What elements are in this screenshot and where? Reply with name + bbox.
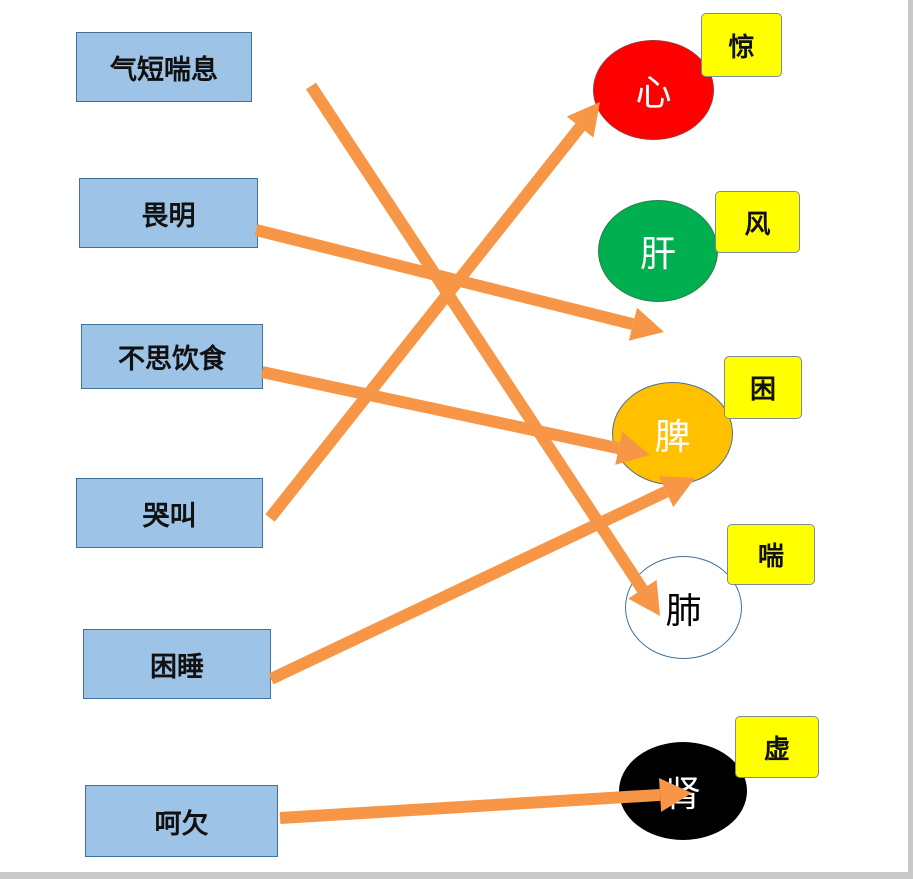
symptom-box-drowsiness: 困睡 xyxy=(83,629,271,699)
symptom-box-no-appetite: 不思饮食 xyxy=(81,324,263,389)
arrow-shaft-0 xyxy=(305,82,648,593)
arrow-shaft-1 xyxy=(254,224,635,331)
organ-circle-heart: 心 xyxy=(593,40,714,140)
arrow-shaft-4 xyxy=(268,486,669,685)
symptom-box-yawning: 呵欠 xyxy=(85,785,278,857)
organ-label-lung: 肺 xyxy=(665,590,702,632)
organ-circle-spleen: 脾 xyxy=(612,382,733,485)
frame-edge-bottom xyxy=(0,872,913,879)
symptom-box-shortness-of-breath: 气短喘息 xyxy=(76,32,252,102)
arrow-shaft-3 xyxy=(265,123,585,522)
symptom-box-photophobia: 畏明 xyxy=(79,178,258,248)
organ-circle-kidney: 肾 xyxy=(619,742,747,840)
symptom-box-crying: 哭叫 xyxy=(76,478,263,548)
tag-heart: 惊 xyxy=(701,13,782,77)
organ-label-liver: 肝 xyxy=(639,234,676,275)
organ-label-kidney: 肾 xyxy=(664,774,701,815)
tag-liver: 风 xyxy=(715,191,800,253)
arrow-shaft-5 xyxy=(279,788,661,824)
organ-circle-liver: 肝 xyxy=(598,200,718,302)
tag-spleen: 困 xyxy=(724,356,802,419)
tag-kidney: 虚 xyxy=(735,716,819,778)
arrow-head-3 xyxy=(566,102,600,138)
arrow-shaft-2 xyxy=(260,366,620,455)
organ-label-heart: 心 xyxy=(635,73,672,114)
organ-circle-lung: 肺 xyxy=(625,556,742,659)
organ-label-spleen: 脾 xyxy=(654,416,691,458)
arrow-head-1 xyxy=(628,307,664,341)
frame-edge-right xyxy=(908,0,913,879)
tag-lung: 喘 xyxy=(727,524,815,585)
